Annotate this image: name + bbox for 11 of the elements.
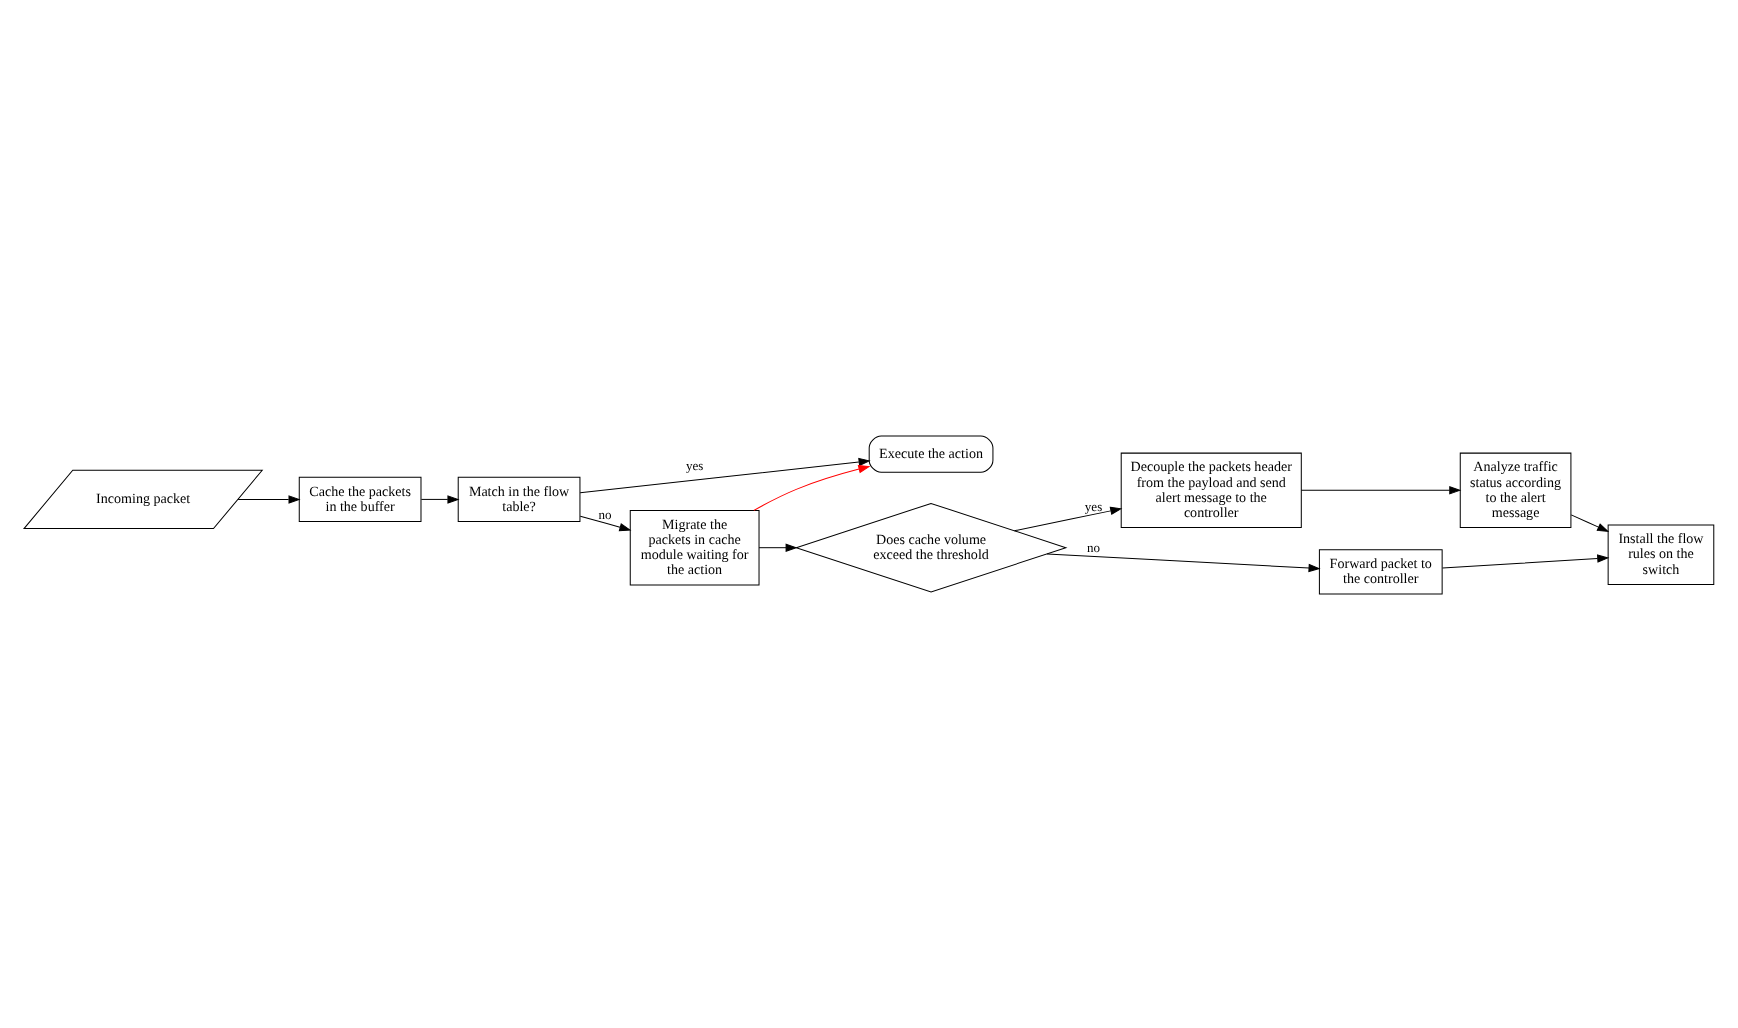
arrow [579, 514, 632, 531]
arrow [1441, 553, 1610, 568]
arrow [579, 456, 871, 493]
arrow [237, 494, 301, 503]
arrow [1046, 552, 1321, 572]
arrow [1013, 505, 1123, 531]
arrow [1300, 485, 1462, 494]
arrow [753, 464, 871, 510]
arrow [1570, 513, 1610, 531]
arrow [758, 542, 798, 551]
arrow [420, 494, 460, 503]
